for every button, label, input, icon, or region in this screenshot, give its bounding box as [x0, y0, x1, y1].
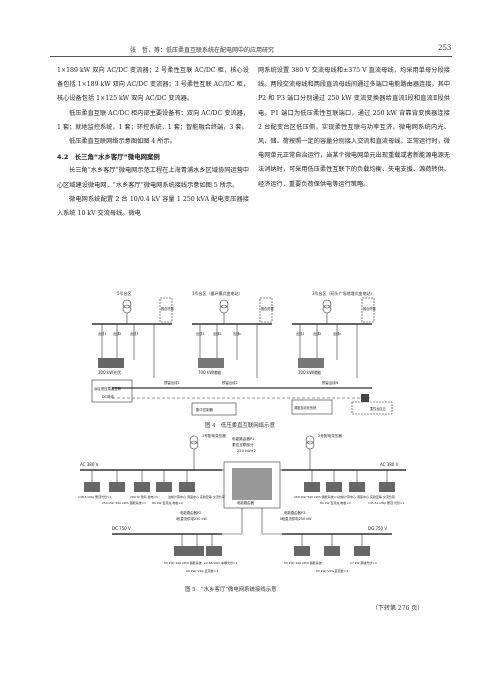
dc-bus-label: DC母线 [102, 394, 114, 399]
dc-bus-label: DG 750 V [368, 526, 387, 531]
ac-bus-label: AC 380 V [380, 462, 399, 467]
fusion-label: 融合终端 [261, 306, 275, 311]
reserve-label: 预留出线N [322, 380, 339, 385]
figure-5-caption: 图 5 “水乡客厅”微电网系统接线示意 [185, 587, 277, 593]
pv-panel-icon [98, 358, 124, 368]
router-title: 电能路由器P1: [232, 436, 256, 441]
feeder-label: 出线2 [213, 331, 221, 336]
paragraph: 长三角“水乡客厅”微电网示范工程在上海青浦水乡区域协同运营中心区域建设微电网，“… [57, 167, 249, 189]
ac-load-label: 60 kW 直流充 电桩×2 [320, 500, 351, 505]
storage-label: 100 kW储能 [298, 369, 321, 375]
pv-panel-icon [84, 482, 100, 492]
feeder-label: 出线1 [196, 331, 204, 336]
page-header: 张 哲，等：低压柔直互联系统在配电网中的应用研究 253 [0, 0, 480, 60]
reserve-label: 预留出线2 [222, 380, 238, 385]
ac-load-label: 60 kW 直流充 电桩×2 [152, 500, 183, 505]
feeder-label: 出线n [333, 331, 341, 336]
figure-5-diagram: 1号配电变压器 2号配电变压器 电能路由器P1: 柔性互联部分 250 kW×2… [72, 432, 412, 584]
dc-load-label: 22.68 kWp 车棚光伏×1 [204, 560, 238, 565]
dispatch-label: 调度自动化系统 [294, 405, 317, 410]
paragraph: 低压柔直互联 AC/DC 柜内部主要设备有：双向 AC/DC 变流器，1 套；就… [57, 109, 249, 131]
storage-icon [109, 482, 125, 492]
station-label: 5号台区 [117, 290, 132, 296]
load-icon [349, 482, 365, 492]
feeder-label: 出线3 [130, 331, 138, 336]
cloud-icon [361, 394, 369, 402]
ac-load-label: 250 kW/ 500 kWh 储能系统×1 [102, 500, 146, 505]
controller-label: 集中控制器 [196, 407, 214, 412]
dc-load-label: 60 kW/ V2G 直流桩×4 [316, 568, 348, 573]
transformer-label: 2号配电变压器 [318, 433, 342, 438]
feeder-label: 出线2 [313, 331, 321, 336]
feeder-label: 出线1 [98, 331, 106, 336]
load-icon [179, 482, 195, 492]
ac-load-label: 边缘计算中心 调度中心 实验室等 交流负荷 [168, 494, 225, 499]
router-port-label: Ⅰ段直流供电250 kW [176, 516, 207, 521]
router-capacity: 250 kW×2 [237, 449, 256, 453]
pv-panel-icon [354, 546, 370, 556]
paragraph: 1×189 kW 双向 AC/DC 变流器；2 号柔性互联 AC/DC 柜，核心… [57, 67, 249, 103]
ac-load-label: 200 W 微风 发电×5 [130, 494, 158, 499]
dc-load-label: 50 kW/ 100 kWh 储能系统 [284, 560, 322, 565]
ac-bus-label: AC 380 V [80, 462, 99, 467]
header-rule [50, 56, 452, 57]
pv-label: 300 kW光伏 [98, 369, 121, 375]
paragraph: 低压柔直互联网络示意图如图 4 所示。 [69, 138, 176, 146]
feeder-label: 出线2 [113, 331, 121, 336]
figure-4-diagram: 5号台区 1号台区（循环模式变电站） 3号台区（码头广场地埋式变电站） 融合终端… [72, 290, 412, 420]
router-port-label: 电能路由器P2： [180, 510, 205, 515]
charger-icon [156, 482, 172, 492]
storage-icon [304, 482, 320, 492]
feeder-label: 出线1 [296, 331, 304, 336]
station-label: 3号台区（码头广场地埋式变电站） [312, 290, 375, 296]
interconnect-label: 台区低压柔直互联 [94, 386, 122, 391]
router-port-label: 电能路由器P3： [284, 510, 309, 515]
router-image [232, 468, 272, 500]
router-port-label: Ⅱ段直流供电250 kW [280, 516, 312, 521]
paragraph: 网系统设置 380 V 交流母线和±375 V 直流母线，均采用单母分段接线。两… [258, 67, 450, 188]
left-column: 1×189 kW 双向 AC/DC 变流器；2 号柔性互联 AC/DC 柜，核心… [57, 64, 249, 221]
wind-icon [134, 482, 150, 492]
storage-icon [198, 358, 224, 368]
fusion-label: 融合终端 [161, 306, 175, 311]
cloud-label: 柔性台区云 [370, 406, 386, 411]
charger-icon [326, 482, 342, 492]
storage-label: 700 kW储能 [198, 369, 221, 375]
page-number: 253 [438, 44, 452, 52]
ac-load-label: 135.54 kWp 屋顶 光伏×1 [368, 500, 404, 505]
charger-icon [324, 546, 340, 556]
router-subtitle: 柔性互联部分 [232, 442, 254, 447]
dc-load-label: 27 kW 幕墙光伏×1 [350, 560, 377, 565]
station-label: 1号台区（循环模式变电站） [192, 290, 243, 296]
reserve-label: 预留出线1 [164, 380, 180, 385]
ac-load-label: 250 kW/ 500 kWh 储能系统×1 [294, 494, 338, 499]
continued-note: （下转第 276 页） [372, 605, 424, 612]
storage-icon [294, 546, 310, 556]
running-title: 张 哲，等：低压柔直互联系统在配电网中的应用研究 [130, 47, 275, 54]
right-column: 网系统设置 380 V 交流母线和±375 V 直流母线，均采用单母分段接线。两… [258, 64, 450, 192]
pv-panel-icon [206, 546, 222, 556]
dc-load-label: 50 kW/ 100 kWh 储能系统 [164, 560, 202, 565]
fusion-label: 融合终端 [363, 306, 377, 311]
feeder-label: 出线n [233, 331, 241, 336]
ac-load-label: 边缘计算中心 调度中心 实验室等 交流负荷 [338, 494, 395, 499]
pv-panel-icon [379, 482, 395, 492]
paragraph: 微电网系统配置 2 台 10/0.4 kV 容量 1 250 kVA 配电变压器… [57, 195, 249, 218]
router-box-label: 电能路由器 [237, 500, 255, 505]
section-heading: 4.2 长三角“水乡客厅”微电网案例 [57, 153, 160, 162]
ac-load-label: 148.5 kWp 屋顶光伏×1 [78, 494, 112, 499]
charger-icon [190, 546, 204, 556]
transformer-label: 1号配电变压器 [202, 433, 226, 438]
storage-icon [298, 358, 324, 368]
dc-load-label: 60 kW/ V2G 直流桩×4 [186, 568, 218, 573]
storage-icon [174, 546, 190, 556]
figure-4-caption: 图 4 低压柔直互联网络示意 [205, 423, 275, 429]
dc-bus-label: DC 750 V [112, 526, 131, 531]
